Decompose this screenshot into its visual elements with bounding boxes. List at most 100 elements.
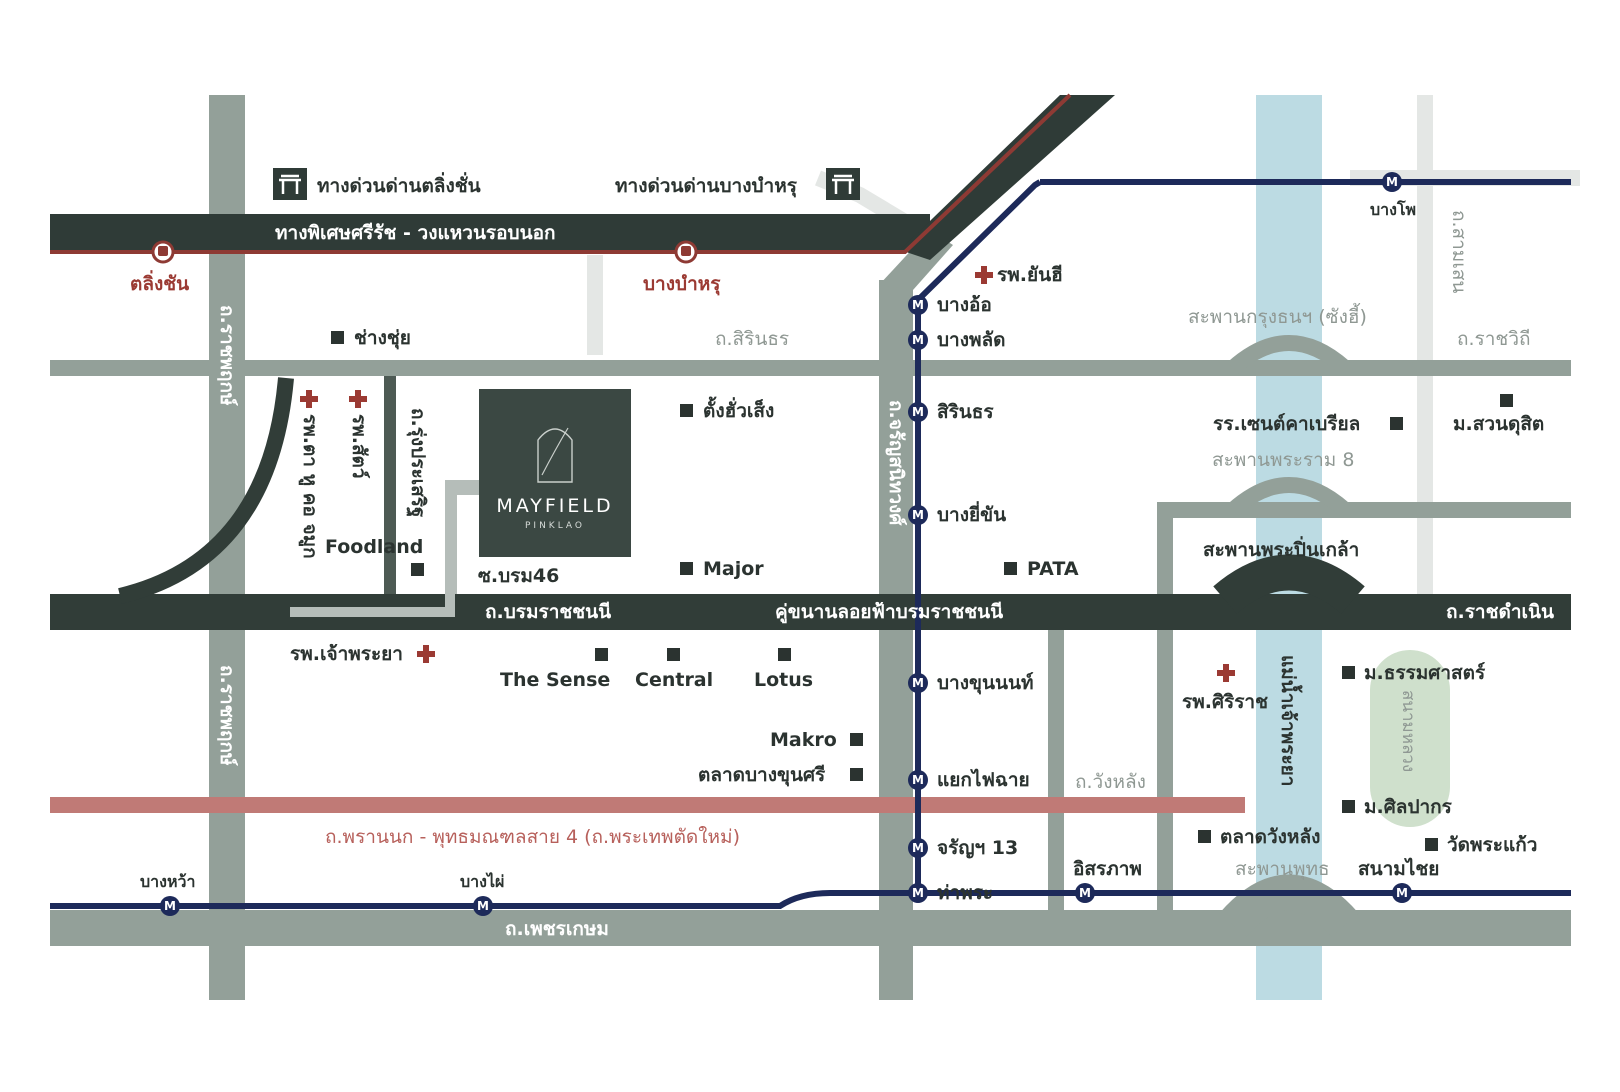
cross-icon: [300, 390, 318, 408]
station-sirindhorn: M สิรินธร: [908, 401, 994, 423]
station-itsaraphap: Mอิสรภาพ: [1073, 858, 1142, 903]
rail-station-taling-chan: ตลิ่งชัน: [130, 240, 189, 295]
wanglang-label: ถ.วังหลัง: [1075, 771, 1146, 793]
place-talat-bang-khun-si: ตลาดบางขุนศรี: [698, 764, 863, 787]
svg-text:อิสรภาพ: อิสรภาพ: [1073, 858, 1142, 880]
svg-text:ตั้งฮั่วเส็ง: ตั้งฮั่วเส็ง: [703, 396, 774, 422]
svg-text:The Sense: The Sense: [500, 669, 610, 691]
road-labels: ทางพิเศษศรีรัช - วงแหวนรอบนอก ถ.บรมราชชน…: [216, 210, 1554, 940]
expressway-label: ทางพิเศษศรีรัช - วงแหวนรอบนอก: [275, 222, 556, 244]
borom-label: ถ.บรมราชชนนี: [485, 601, 611, 623]
svg-text:บางพลัด: บางพลัด: [937, 329, 1006, 351]
station-charan-13: M จรัญฯ 13: [908, 837, 1018, 859]
svg-text:ม.ศิลปากร: ม.ศิลปากร: [1364, 796, 1453, 818]
place-st-gabriel: รร.เซนต์คาเบรียล: [1213, 413, 1403, 435]
svg-text:รพ.เจ้าพระยา: รพ.เจ้าพระยา: [290, 643, 403, 665]
place-foodland: Foodland: [325, 536, 424, 576]
tollgate-icon: [832, 174, 854, 194]
svg-text:M: M: [912, 298, 924, 312]
svg-text:บางขุนนนท์: บางขุนนนท์: [937, 672, 1033, 695]
place-tang-hua-seng: ตั้งฮั่วเส็ง: [680, 396, 774, 422]
svg-text:ทางด่วนด่านตลิ่งชั่น: ทางด่วนด่านตลิ่งชั่น: [317, 172, 481, 197]
hospital-yanhee: รพ.ยันฮี: [975, 264, 1063, 286]
svg-text:ท่าพระ: ท่าพระ: [937, 882, 993, 904]
place-chang-chui: ช่างชุ่ย: [331, 327, 411, 350]
places: ช่างชุ่ย ตั้งฮั่วเส็ง Major PATA Foodlan…: [325, 327, 1544, 856]
svg-text:Lotus: Lotus: [754, 669, 813, 691]
svg-text:รพ.ตา หู คอ จมูก: รพ.ตา หู คอ จมูก: [298, 414, 321, 559]
svg-text:บางไผ่: บางไผ่: [460, 872, 504, 891]
ratchadamnoen-label: ถ.ราชดำเนิน: [1446, 601, 1554, 623]
ratchawithi-label: ถ.ราชวิถี: [1457, 328, 1531, 350]
svg-text:รร.เซนต์คาเบรียล: รร.เซนต์คาเบรียล: [1213, 413, 1360, 435]
dark-roads: [50, 95, 1571, 630]
svg-text:ม.ธรรมศาสตร์: ม.ธรรมศาสตร์: [1364, 662, 1486, 684]
leaf-logo-icon: [537, 428, 573, 483]
svg-text:ตลาดวังหลัง: ตลาดวังหลัง: [1220, 826, 1320, 848]
svg-text:M: M: [164, 899, 176, 913]
place-wat-phra-kaew: วัดพระแก้ว: [1425, 834, 1537, 856]
svg-text:ตลิ่งชัน: ตลิ่งชัน: [130, 270, 189, 295]
cross-icon: [417, 645, 435, 663]
svg-text:M: M: [912, 773, 924, 787]
hospitals: รพ.ยันฮี รพ.เจ้าพระยา รพ.ศิริราช รพ.สัตว…: [290, 264, 1268, 713]
phrannok-road: [50, 797, 1245, 813]
cross-icon: [1217, 664, 1235, 682]
svg-text:ม.สวนดุสิต: ม.สวนดุสิต: [1453, 413, 1544, 436]
train-icon: [158, 246, 168, 256]
samsen-label: ถ.สามเสน: [1448, 210, 1470, 293]
svg-text:M: M: [1396, 886, 1408, 900]
river-label: แม่น้ำเจ้าพระยา: [1277, 655, 1303, 786]
elevated-label: คู่ขนานลอยฟ้าบรมราชชนนี: [775, 601, 1003, 624]
project-name: MAYFIELD: [496, 495, 613, 517]
train-icon: [681, 246, 691, 256]
project-mayfield[interactable]: MAYFIELD PINKLAO: [479, 389, 631, 557]
project-sub: PINKLAO: [525, 521, 585, 531]
place-dusit: ม.สวนดุสิต: [1453, 394, 1544, 436]
svg-text:M: M: [912, 508, 924, 522]
sanam-luang-park: [1370, 650, 1450, 827]
svg-text:สิรินธร: สิรินธร: [937, 401, 994, 423]
svg-text:M: M: [912, 405, 924, 419]
svg-text:จรัญฯ 13: จรัญฯ 13: [937, 837, 1018, 859]
place-major: Major: [680, 558, 764, 580]
red-rail-line: [50, 93, 1072, 254]
svg-text:Foodland: Foodland: [325, 536, 423, 558]
svg-text:บางยี่ขัน: บางยี่ขัน: [937, 501, 1006, 526]
place-pata: PATA: [1004, 558, 1079, 580]
svg-text:M: M: [477, 899, 489, 913]
svg-text:M: M: [912, 841, 924, 855]
station-bang-wa: M บางหว้า: [140, 872, 195, 916]
place-makro: Makro: [770, 729, 863, 751]
svg-text:รพ.ยันฮี: รพ.ยันฮี: [997, 264, 1063, 286]
hospital-siriraj: รพ.ศิริราช: [1182, 664, 1268, 713]
svg-text:สนามไชย: สนามไชย: [1358, 857, 1439, 880]
svg-text:บางหว้า: บางหว้า: [140, 872, 195, 891]
phrannok-label: ถ.พรานนก - พุทธมณฑลสาย 4 (ถ.พระเทพตัดใหม…: [325, 826, 740, 849]
svg-text:สะพานพุทธ: สะพานพุทธ: [1235, 858, 1330, 881]
station-bang-yi-khan: M บางยี่ขัน: [908, 501, 1006, 526]
svg-text:M: M: [912, 333, 924, 347]
minor-streets: [587, 95, 1580, 610]
cross-icon: [975, 266, 993, 284]
rungprasert-label: ถ.รุ่งประเสริฐ: [405, 408, 429, 517]
ratchaphruek-bottom-label: ถ.ราชพฤกษ์: [216, 665, 238, 766]
station-bang-khun-non: M บางขุนนนท์: [908, 672, 1033, 695]
svg-text:สะพานพระราม 8: สะพานพระราม 8: [1212, 449, 1354, 471]
svg-text:ทางด่วนด่านบางบำหรุ: ทางด่วนด่านบางบำหรุ: [615, 175, 798, 198]
svg-text:รพ.ศิริราช: รพ.ศิริราช: [1182, 691, 1268, 713]
station-sanam-chai: M สนามไชย: [1358, 857, 1439, 903]
svg-text:ตลาดบางขุนศรี: ตลาดบางขุนศรี: [698, 764, 826, 787]
svg-text:PATA: PATA: [1027, 558, 1079, 580]
bridge-labels: สะพานกรุงธนฯ (ซังฮี้) สะพานพระราม 8 สะพา…: [1188, 303, 1367, 881]
station-bang-phlat: M บางพลัด: [908, 329, 1006, 351]
hospital-chao-phraya: รพ.เจ้าพระยา: [290, 643, 435, 665]
hospital-sat: รพ.สัตว์: [348, 390, 370, 479]
svg-text:Makro: Makro: [770, 729, 837, 751]
svg-text:แยกไฟฉาย: แยกไฟฉาย: [937, 768, 1030, 791]
svg-text:M: M: [912, 676, 924, 690]
